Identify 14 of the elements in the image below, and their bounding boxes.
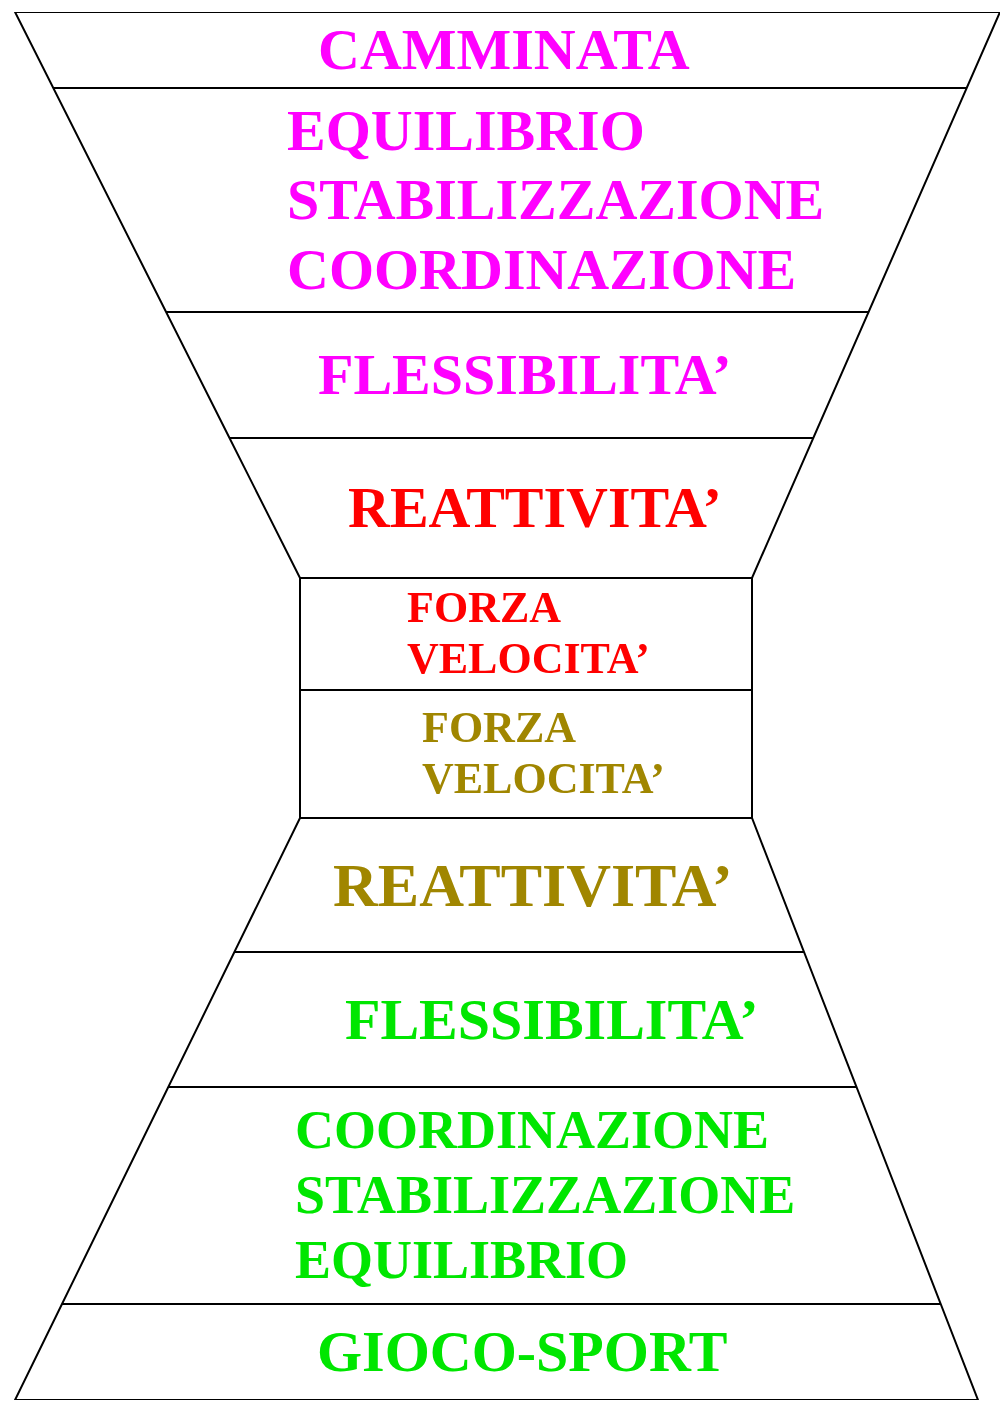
band-label: REATTIVITA’ (348, 474, 722, 543)
band-label: STABILIZZAZIONE (295, 1164, 796, 1228)
band-label: COORDINAZIONE (287, 235, 798, 304)
band-label: FLESSIBILITA’ (318, 341, 732, 410)
band-label: FORZA VELOCITA’ (407, 583, 651, 685)
band-label: EQUILIBRIO (287, 96, 646, 165)
band-label: CAMMINATA (318, 16, 690, 85)
band-label: EQUILIBRIO (295, 1228, 630, 1292)
band-label: COORDINAZIONE (295, 1099, 771, 1163)
band-label: REATTIVITA’ (333, 849, 733, 921)
band-label: GIOCO-SPORT (317, 1318, 728, 1387)
band-label: STABILIZZAZIONE (287, 166, 825, 235)
band-label: FORZA VELOCITA’ (422, 703, 666, 805)
band-label: FLESSIBILITA’ (345, 985, 759, 1054)
